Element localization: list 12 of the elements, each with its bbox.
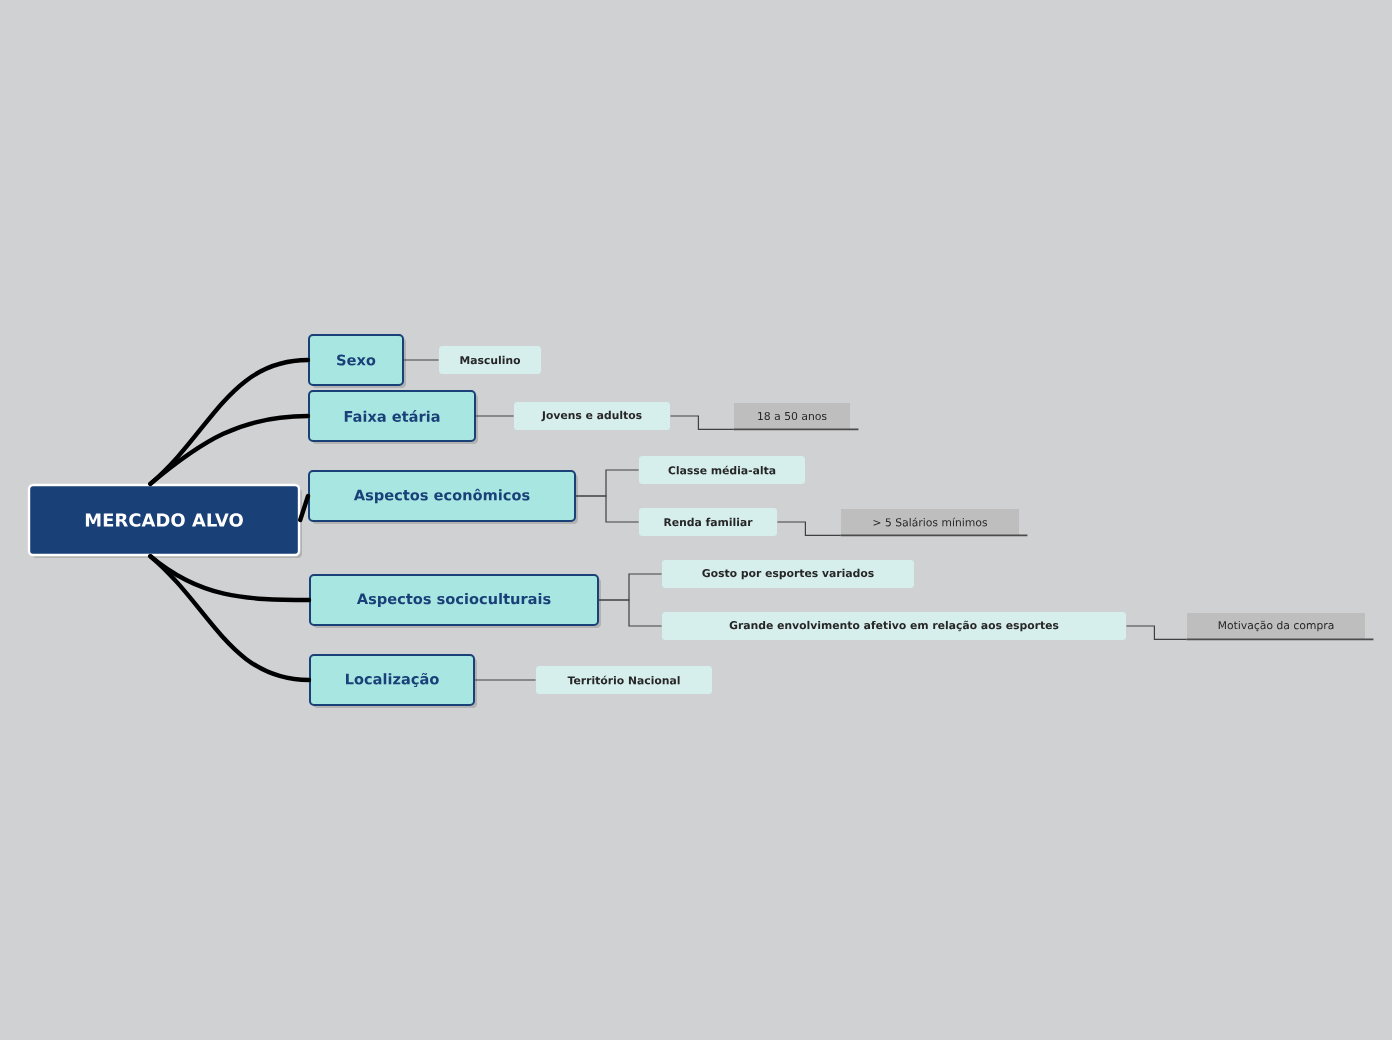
connector bbox=[669, 415, 735, 430]
connector bbox=[776, 521, 842, 536]
connector bbox=[298, 493, 311, 523]
connector bbox=[575, 495, 640, 523]
connector bbox=[148, 554, 312, 683]
connector bbox=[403, 359, 440, 361]
connector bbox=[598, 599, 663, 627]
connector bbox=[148, 413, 311, 486]
connector bbox=[475, 415, 515, 417]
central-topic-box: MERCADO ALVO bbox=[27, 483, 302, 558]
connector bbox=[1125, 625, 1188, 640]
connector bbox=[474, 679, 537, 681]
